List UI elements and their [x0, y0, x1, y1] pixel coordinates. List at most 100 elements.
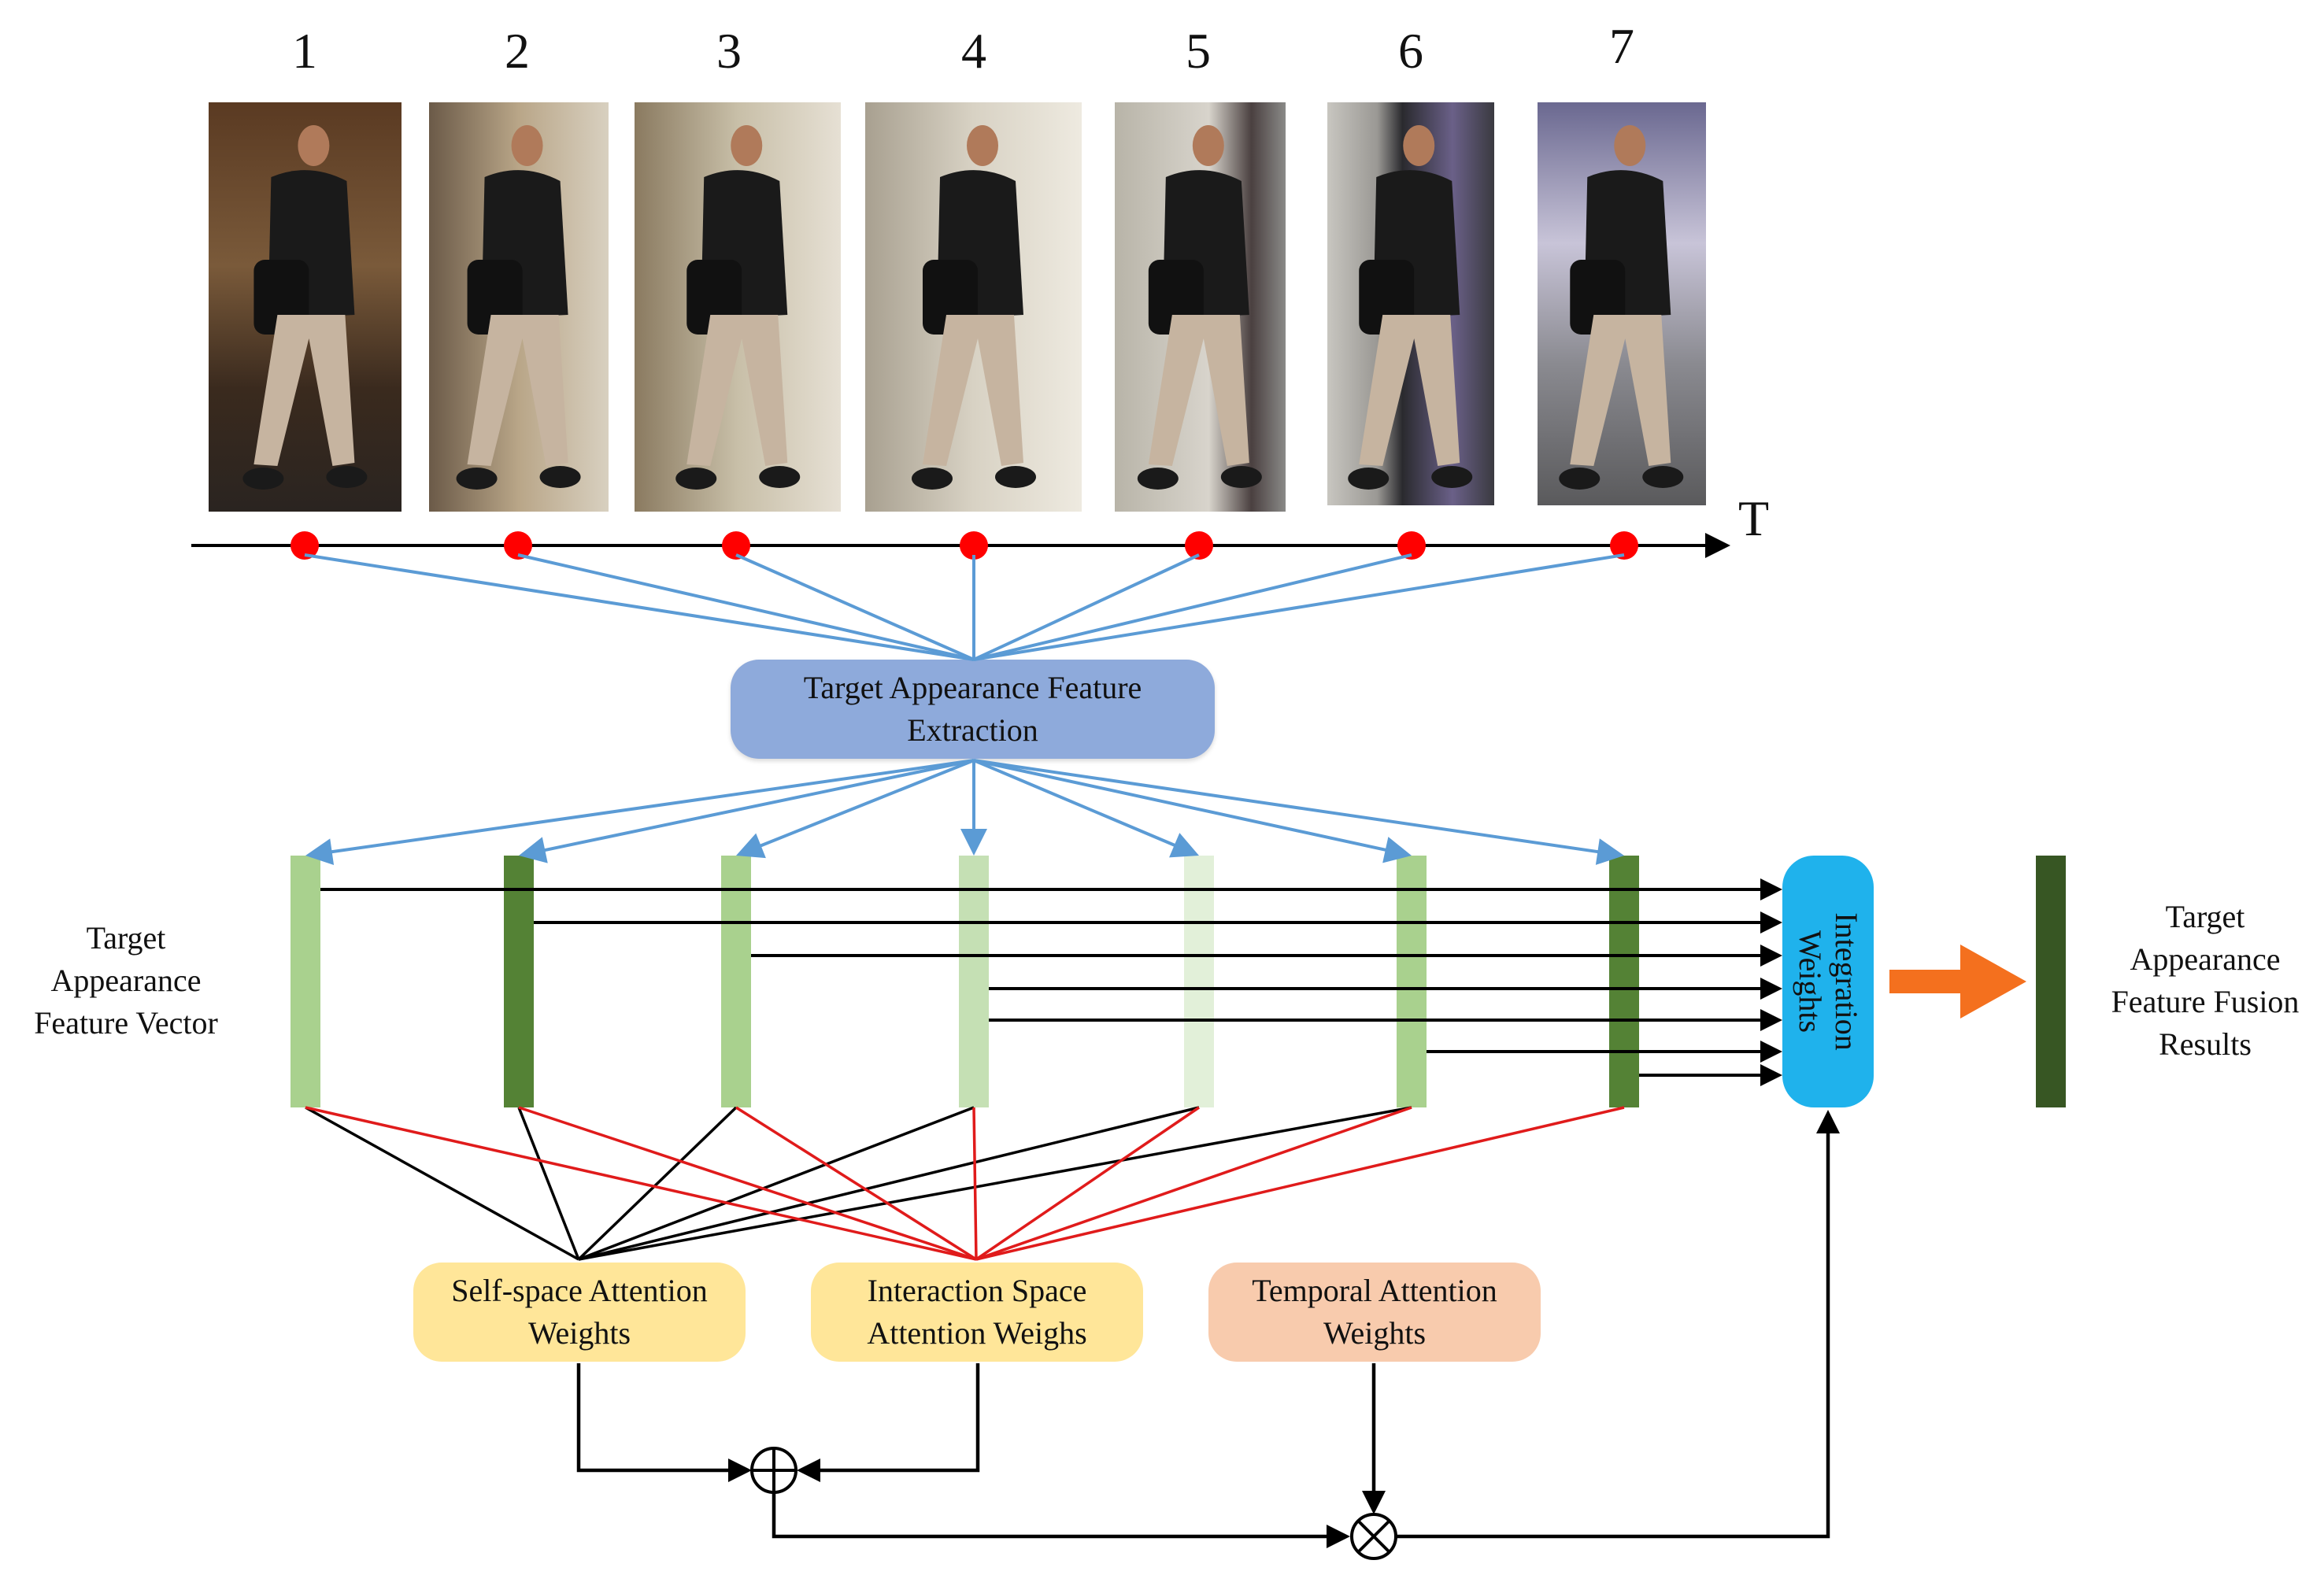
point-to-extraction-line-7 — [973, 553, 1625, 661]
pedestrian-head — [1192, 125, 1224, 166]
fusion-result-label-line3: Feature Fusion — [2111, 984, 2300, 1019]
pedestrian-1 — [242, 125, 368, 490]
feature-vector-6 — [1397, 856, 1427, 1107]
pedestrian-shoe-right — [759, 466, 801, 488]
vector-to-integration-arrow-2-head — [1760, 911, 1782, 934]
pedestrian-shoe-right — [1220, 466, 1262, 488]
pedestrian-shoe-right — [326, 466, 368, 488]
weight-flow-arrows — [576, 945, 2026, 1560]
pedestrian-head — [731, 125, 763, 166]
self-to-plus-arrow — [728, 1459, 752, 1482]
pedestrian-head — [511, 125, 543, 166]
self-attention-line-6 — [578, 1106, 1412, 1261]
fusion-result-label-line2: Appearance — [2130, 941, 2281, 977]
feature-vector-1 — [290, 856, 320, 1107]
pedestrian-shoe-left — [1559, 468, 1601, 490]
pedestrian-shoe-left — [456, 468, 498, 490]
interaction-to-plus-arrow — [797, 1459, 820, 1482]
pedestrian-shoe-left — [912, 468, 953, 490]
vector-to-integration-arrow-5-head — [1760, 1009, 1782, 1031]
interaction-attention-line-7 — [975, 1106, 1625, 1261]
vector-to-integration-arrow-3-head — [1760, 945, 1782, 967]
self-attention-line-2 — [517, 1107, 580, 1260]
feature-extraction-box: Target Appearance Feature Extraction — [731, 660, 1215, 759]
extraction-to-vector-arrow-6-head — [1382, 837, 1412, 863]
temporal-attention-box: Temporal Attention Weights — [1208, 1263, 1541, 1362]
pedestrian-trousers — [467, 315, 568, 466]
interaction-attention-line-2 — [518, 1106, 977, 1261]
fusion-result-label-line4: Results — [2159, 1026, 2252, 1062]
attention-connections — [305, 1106, 1625, 1261]
frame-number-5: 5 — [1186, 23, 1211, 79]
pedestrian-3 — [675, 125, 801, 490]
extraction-to-vector-arrow-3-head — [736, 833, 766, 859]
self-space-attention-box: Self-space Attention Weights — [413, 1263, 746, 1362]
feature-extraction-line2: Extraction — [907, 712, 1038, 748]
self-attention-line-4 — [578, 1106, 975, 1261]
time-point-2 — [504, 531, 532, 560]
pedestrian-shoe-right — [539, 466, 581, 488]
extraction-to-vector-arrow-4-head — [960, 829, 987, 856]
pedestrian-6 — [1348, 125, 1473, 490]
pedestrian-trousers — [1570, 315, 1671, 466]
times-to-integration-arrow — [1816, 1110, 1840, 1133]
frame-number-4: 4 — [961, 23, 986, 79]
extraction-to-vector-arrow-2 — [539, 759, 975, 853]
extraction-to-vector-arrow-3 — [755, 759, 975, 849]
feature-extraction-line1: Target Appearance Feature — [803, 670, 1142, 705]
time-point-7 — [1610, 531, 1638, 560]
point-to-extraction-line-3 — [735, 553, 975, 661]
pedestrian-head — [1403, 125, 1435, 166]
integration-weights-box: Integration Weights — [1782, 856, 1874, 1107]
pedestrian-trousers — [923, 315, 1023, 466]
interaction-attention-line-6 — [975, 1106, 1412, 1261]
feature-vector-label-line1: Target — [86, 920, 166, 956]
interaction-to-plus-line — [815, 1363, 980, 1473]
time-point-6 — [1397, 531, 1426, 560]
times-to-integration-line — [1396, 1129, 1830, 1539]
times-operator-d2 — [1357, 1520, 1390, 1553]
extraction-to-vector-arrow-5 — [973, 759, 1180, 849]
fusion-arrow-head — [1960, 945, 2026, 1019]
pedestrian-shoe-right — [1642, 466, 1684, 488]
vector-to-integration-arrow-7-head — [1760, 1064, 1782, 1086]
extraction-to-vector-arrow-5-head — [1169, 833, 1199, 858]
point-to-extraction-line-1 — [304, 553, 975, 661]
pedestrian-2 — [456, 125, 581, 490]
extraction-to-vector-arrow-6 — [973, 759, 1391, 853]
extraction-to-vector-arrow-1 — [326, 759, 975, 855]
self-attention-line-3 — [577, 1106, 738, 1261]
fusion-result-vector — [2036, 856, 2066, 1107]
pedestrian-4 — [912, 125, 1036, 490]
extraction-to-vector-arrow-2-head — [519, 837, 548, 863]
self-space-line1: Self-space Attention — [451, 1273, 708, 1308]
time-point-5 — [1185, 531, 1213, 560]
feature-vector-7 — [1609, 856, 1639, 1107]
time-point-3 — [722, 531, 750, 560]
interaction-space-attention-box: Interaction Space Attention Weighs — [811, 1263, 1143, 1362]
self-to-plus-line — [576, 1363, 736, 1473]
fusion-arrow-shaft — [1889, 970, 1967, 993]
self-space-line2: Weights — [527, 1315, 631, 1351]
self-attention-line-5 — [578, 1106, 1200, 1261]
pedestrian-head — [1614, 125, 1646, 166]
vector-to-integration-arrow-4-head — [1760, 978, 1782, 1000]
extraction-to-vector-arrow-1-head — [305, 838, 335, 866]
pedestrian-trousers — [1148, 315, 1249, 466]
pedestrian-5 — [1137, 125, 1262, 490]
fusion-result-label-line1: Target — [2165, 899, 2245, 934]
vector-to-integration-arrow-6-head — [1760, 1041, 1782, 1063]
interaction-attention-line-1 — [305, 1106, 977, 1261]
point-to-extraction-line-5 — [973, 553, 1200, 661]
feature-vector-4 — [959, 856, 989, 1107]
pedestrian-shoe-left — [675, 468, 717, 490]
frame-number-2: 2 — [505, 23, 530, 79]
feature-vector-label-line3: Feature Vector — [34, 1005, 218, 1041]
time-point-4 — [960, 531, 988, 560]
pedestrian-shoe-left — [1137, 468, 1179, 490]
pedestrian-trousers — [1359, 315, 1460, 466]
frame-number-6: 6 — [1398, 23, 1423, 79]
pedestrian-trousers — [253, 315, 355, 466]
